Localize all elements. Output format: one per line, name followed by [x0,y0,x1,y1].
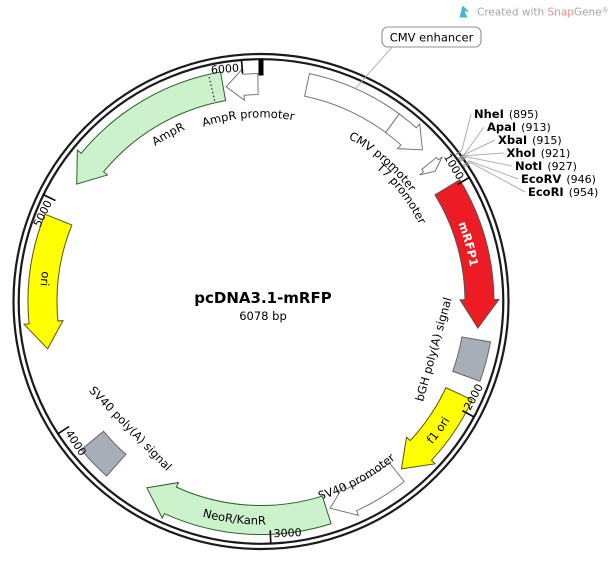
enzyme-site-tick-nhei [455,149,463,156]
feature-shape-sv40-promoter[interactable] [329,462,405,517]
enzyme-position: (913) [521,121,551,134]
feature-cmv-enhancer-band [304,72,400,134]
feature-shape-cmv-promoter[interactable] [384,113,424,151]
enzyme-label-ecori[interactable]: EcoRI (954) [528,185,598,199]
feature-divider-dotted [208,76,216,101]
enzyme-label-nhei[interactable]: NheI (895) [474,107,538,121]
enzyme-leader-line-ecorv [469,160,519,180]
callout-leader-line [355,45,394,89]
enzyme-site-tick-noti [459,156,468,162]
feature-sv40-poly-a-signal: SV40 poly(A) signal [80,383,175,477]
enzyme-name: EcoRI [528,185,564,199]
feature-shape-ori[interactable] [23,213,73,350]
feature-label-text: AmpR promoter [200,106,296,129]
feature-shape-cmv-enhancer-band[interactable] [304,72,400,134]
feature-shape-bgh-poly-a-signal[interactable] [452,336,492,382]
plasmid-size: 6078 bp [239,309,287,323]
enzyme-position: (954) [569,186,599,199]
enzyme-leader-line-apai [464,126,485,155]
enzyme-site-tick-xbai [458,153,466,160]
feature-ampr: AmpR [76,71,227,185]
enzyme-name: EcoRV [521,172,561,186]
feature-f1-ori: f1 ori [400,387,473,470]
tick-mark-1000 [457,176,470,186]
enzyme-position: (927) [547,160,577,173]
feature-label-ampr-promoter: AmpR promoter [200,106,296,129]
tick-label-6000: 6000 [210,62,239,77]
enzyme-label-apai[interactable]: ApaI (913) [487,120,551,134]
restriction-sites-layer: NheI (895)ApaI (913)XbaI (915)XhoI (921)NotI… [455,107,598,199]
feature-label-text: ori [38,271,53,287]
snapgene-credit: Created with SnapGene® [459,5,609,19]
enzyme-label-ecorv[interactable]: EcoRV (946) [521,172,596,186]
enzyme-leader-line-xhoi [465,152,504,157]
enzyme-name: XhoI [507,146,536,160]
feature-shape-ampr-promoter[interactable] [225,68,259,102]
feature-shape-mrfp1[interactable] [434,179,500,330]
enzyme-label-xhoi[interactable]: XhoI (921) [507,146,571,160]
tick-mark-5000 [42,193,56,202]
enzyme-position: (915) [532,134,562,147]
enzyme-leader-line-ecori [470,162,526,193]
registered-mark: ® [602,7,609,15]
callout-label: CMV enhancer [390,31,474,45]
credit-text: Created with SnapGene® [477,7,609,19]
plasmid-title-group: pcDNA3.1-mRFP 6078 bp [194,289,331,323]
enzyme-leader-line-xbai [464,139,496,155]
enzyme-site-tick-ecori [463,162,472,168]
feature-label-ori: ori [38,271,53,287]
feature-neor-kanr: NeoR/KanR [146,481,332,535]
feature-shape-t7-promoter[interactable] [419,156,443,176]
feature-shape-f1-ori[interactable] [400,387,473,470]
tick-mark-4000 [57,425,70,435]
enzyme-leader-line-nhei [461,113,472,151]
enzyme-name: NheI [474,107,504,121]
enzyme-name: ApaI [487,120,516,134]
feature-ori: ori [23,213,73,350]
enzyme-position: (946) [566,173,596,186]
feature-label-path [120,118,384,184]
brand-snap: Snap [548,7,575,19]
callout-box[interactable] [381,26,482,48]
credit-prefix: Created with [477,7,548,19]
enzyme-position: (895) [509,108,539,121]
tick-mark-3000 [269,530,272,544]
tick-mark-6000 [240,59,244,74]
feature-shape-ampr[interactable] [76,71,227,185]
tick-label-3000: 3000 [273,526,301,540]
enzyme-name: NotI [515,159,542,173]
snapgene-logo-icon [459,5,469,18]
tick-mark-2000 [461,409,475,418]
enzyme-label-noti[interactable]: NotI (927) [515,159,577,173]
enzyme-position: (921) [541,147,571,160]
brand-gene: Gene [574,7,602,19]
enzyme-name: XbaI [498,133,527,147]
enzyme-site-tick-xhoi [459,155,467,161]
plasmid-name: pcDNA3.1-mRFP [194,289,331,307]
backbone-outer-circle [12,52,510,551]
feature-label-bgh-poly-a-signal: bGH poly(A) signal [412,296,454,403]
enzyme-label-xbai[interactable]: XbaI (915) [498,133,562,147]
enzyme-site-tick-ecorv [462,160,470,166]
enzyme-leader-line-noti [466,156,513,167]
feature-shape-sv40-poly-a-signal[interactable] [80,430,127,477]
cmv-enhancer-callout: CMV enhancer [355,26,482,89]
